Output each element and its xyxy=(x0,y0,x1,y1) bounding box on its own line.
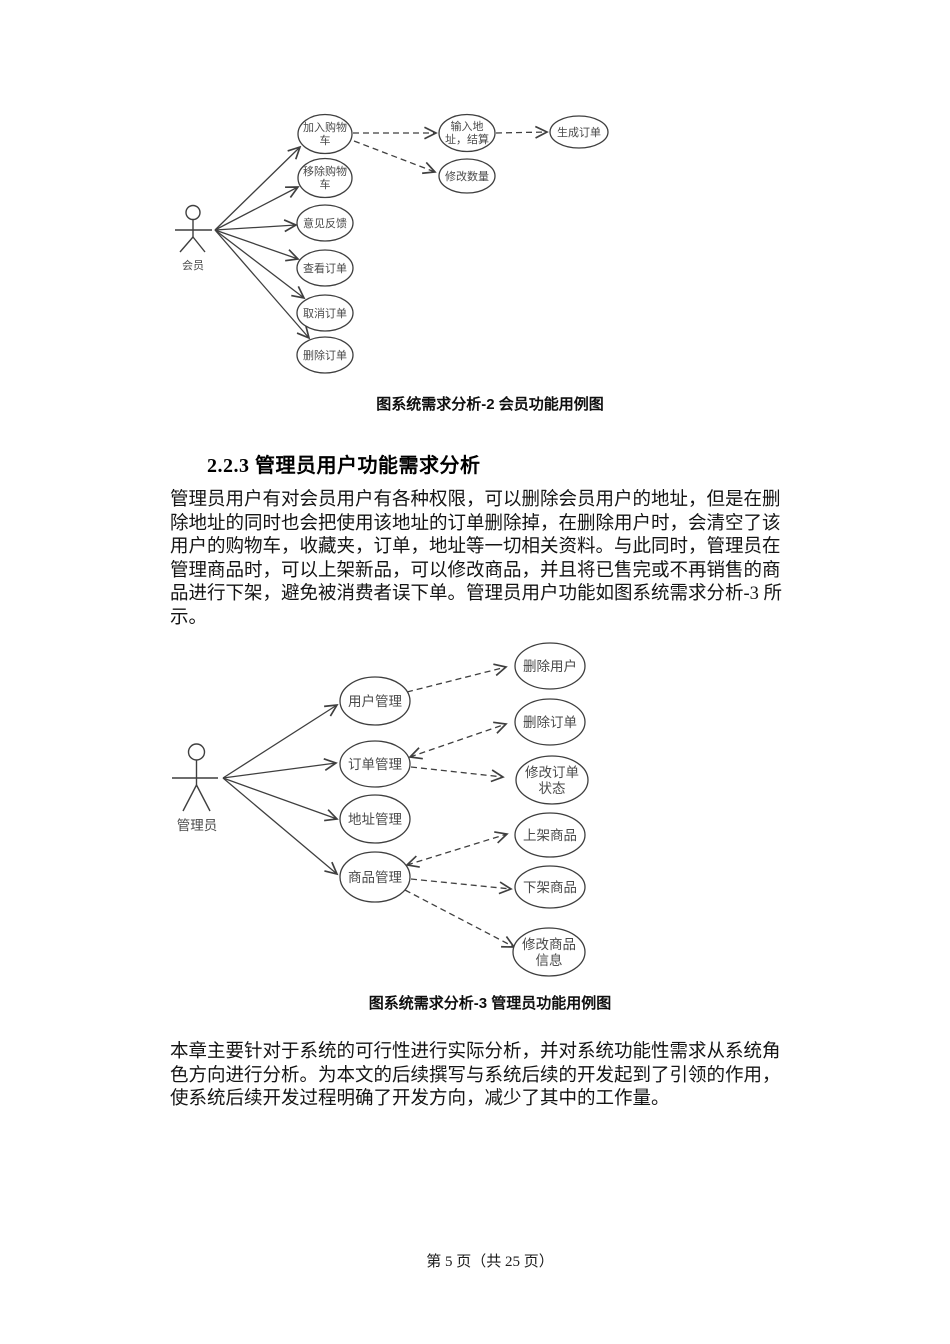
svg-text:修改商品: 修改商品 xyxy=(522,937,576,952)
svg-text:订单管理: 订单管理 xyxy=(348,757,402,772)
usecase-enter-address-checkout: 输入地 址，结算 xyxy=(438,113,496,153)
usecase-delete-user: 删除用户 xyxy=(514,642,586,690)
usecase-delete-order: 删除订单 xyxy=(296,336,354,374)
svg-text:删除订单: 删除订单 xyxy=(303,348,347,362)
member-dependency-lines xyxy=(353,125,549,175)
usecase-remove-cart: 移除购物 车 xyxy=(297,157,353,199)
figure1-caption: 图系统需求分析-2 会员功能用例图 xyxy=(376,396,604,413)
usecase-view-order: 查看订单 xyxy=(296,249,354,287)
usecase-cancel-order: 取消订单 xyxy=(296,294,354,332)
actor-admin-figure xyxy=(172,743,218,812)
paragraph-line: 用户的购物车，收藏夹，订单，地址等一切相关资料。与此同时，管理员在 xyxy=(170,537,781,558)
svg-text:下架商品: 下架商品 xyxy=(523,880,577,895)
section-heading: 2.2.3 管理员用户功能需求分析 xyxy=(207,455,481,477)
page-number-footer: 第 5 页（共 25 页） xyxy=(426,1254,554,1270)
usecase-order-management: 订单管理 xyxy=(339,740,411,788)
svg-text:查看订单: 查看订单 xyxy=(303,261,347,275)
svg-text:上架商品: 上架商品 xyxy=(523,828,577,843)
svg-text:修改订单: 修改订单 xyxy=(525,765,579,780)
svg-text:用户管理: 用户管理 xyxy=(348,693,402,709)
paragraph-line: 品进行下架，避免被消费者误下单。管理员用户功能如图系统需求分析-3 所 xyxy=(170,584,783,605)
usecase-product-management: 商品管理 xyxy=(339,851,411,903)
svg-text:车: 车 xyxy=(320,133,331,147)
svg-text:车: 车 xyxy=(320,177,331,191)
figure-member-usecase-diagram: 会员 加入购物 车 移除购物 车 意见反馈 xyxy=(175,113,609,374)
svg-text:移除购物: 移除购物 xyxy=(303,164,347,178)
usecase-add-cart: 加入购物 车 xyxy=(297,113,353,155)
paragraph-line: 色方向进行分析。为本文的后续撰写与系统后续的开发起到了引领的作用， xyxy=(170,1065,781,1086)
svg-text:状态: 状态 xyxy=(539,781,566,796)
usecase-user-management: 用户管理 xyxy=(339,676,411,726)
svg-text:输入地: 输入地 xyxy=(451,119,484,133)
usecase-generate-order: 生成订单 xyxy=(549,115,609,149)
svg-text:信息: 信息 xyxy=(536,952,563,968)
usecase-delist-product: 下架商品 xyxy=(514,865,586,909)
usecase-address-management: 地址管理 xyxy=(339,794,411,844)
svg-text:删除用户: 删除用户 xyxy=(523,658,577,674)
figure2-caption: 图系统需求分析-3 管理员功能用例图 xyxy=(368,995,612,1012)
figure-admin-usecase-diagram: 管理员 用户管理 订单管理 地址管理 xyxy=(172,642,589,977)
paragraph-line: 使系统后续开发过程明确了开发方向，减少了其中的工作量。 xyxy=(170,1089,670,1110)
svg-text:生成订单: 生成订单 xyxy=(557,125,601,139)
usecase-modify-order-status: 修改订单 状态 xyxy=(515,755,589,805)
svg-text:址，结算: 址，结算 xyxy=(445,132,489,146)
svg-text:取消订单: 取消订单 xyxy=(303,306,347,320)
paragraph-line: 管理商品时，可以上架新品，可以修改商品，并且将已售完或不再销售的商 xyxy=(170,560,781,581)
actor-member-figure xyxy=(175,204,212,253)
paragraph-line: 除地址的同时也会把使用该地址的订单删除掉，在删除用户时，会清空了该 xyxy=(170,513,781,534)
usecase-modify-product-info: 修改商品 信息 xyxy=(512,927,586,977)
admin-association-lines xyxy=(222,703,339,876)
admin-dependency-lines xyxy=(404,663,516,948)
paragraph-admin-requirements: 管理员用户有对会员用户有各种权限，可以删除会员用户的地址，但是在删 除地址的同时… xyxy=(170,489,815,631)
svg-text:删除订单: 删除订单 xyxy=(523,715,577,730)
actor-admin-label: 管理员 xyxy=(177,818,218,833)
usecase-delete-order-admin: 删除订单 xyxy=(514,698,586,746)
svg-text:修改数量: 修改数量 xyxy=(445,169,489,183)
svg-text:意见反馈: 意见反馈 xyxy=(303,216,347,230)
svg-text:加入购物: 加入购物 xyxy=(303,120,347,134)
svg-text:地址管理: 地址管理 xyxy=(348,812,402,827)
member-association-lines xyxy=(214,145,311,340)
paragraph-line: 示。 xyxy=(170,607,208,628)
paragraph-line: 管理员用户有对会员用户有各种权限，可以删除会员用户的地址，但是在删 xyxy=(170,490,781,510)
usecase-feedback: 意见反馈 xyxy=(296,204,354,242)
actor-member-label: 会员 xyxy=(182,259,204,272)
paragraph-line: 本章主要针对于系统的可行性进行实际分析，并对系统功能性需求从系统角 xyxy=(170,1042,781,1062)
paragraph-chapter-summary: 本章主要针对于系统的可行性进行实际分析，并对系统功能性需求从系统角 色方向进行分… xyxy=(170,1041,815,1112)
usecase-modify-quantity: 修改数量 xyxy=(438,158,496,194)
usecase-list-product: 上架商品 xyxy=(514,812,586,858)
svg-text:商品管理: 商品管理 xyxy=(348,870,402,885)
